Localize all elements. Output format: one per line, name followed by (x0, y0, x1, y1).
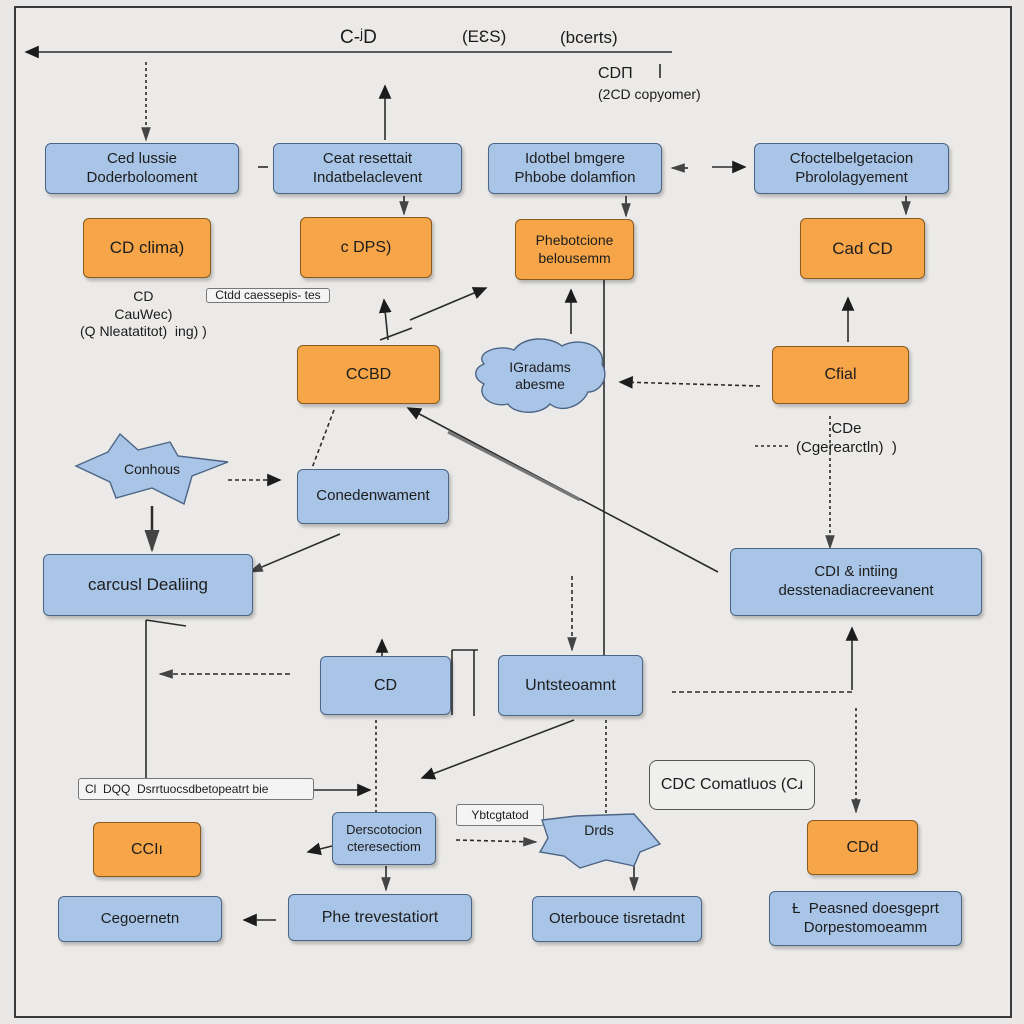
cloud-drds[interactable]: Drds (536, 810, 662, 870)
label-cde: CDe (Cgerearctln) ) (796, 420, 897, 456)
node-cdd[interactable]: CDd (807, 820, 918, 875)
node-cdi-intiing[interactable]: CDI & intiing desstenadiacreevanent (730, 548, 982, 616)
node-ced-lussie[interactable]: Ced lussie Doderbolooment (45, 143, 239, 194)
star-contour[interactable]: Conhous (72, 432, 232, 508)
node-phe-trevestatiort[interactable]: Phe trevestatiort (288, 894, 472, 941)
node-ceat-resettait[interactable]: Ceat resettait Indatbelaclevent (273, 143, 462, 194)
node-idotbel-bmgere[interactable]: Idotbel bmgere Phbobe dolamfion (488, 143, 662, 194)
cloud-gradams[interactable]: IGradams abesme (470, 334, 610, 418)
node-cdc-comatluos[interactable]: CDC Comatluos (Cɹ (649, 760, 815, 810)
node-carcusl-dealiing[interactable]: carcusl Dealiing (43, 554, 253, 616)
node-derscotocion[interactable]: Derscotocion cteresectiom (332, 812, 436, 865)
header-label-1: C-ʲD (340, 27, 377, 48)
header-label-5: (2CD copyomer) (598, 86, 701, 102)
node-conedenwament[interactable]: Conedenwament (297, 469, 449, 524)
node-cd-clima[interactable]: CD clima) (83, 218, 211, 278)
node-cd[interactable]: CD (320, 656, 451, 715)
node-cfoctelbelgetacion[interactable]: Cfoctelbelgetacion Pbrololagyement (754, 143, 949, 194)
node-oterbouce[interactable]: Oterbouce tisretadnt (532, 896, 702, 942)
node-c-dps[interactable]: c DPS) (300, 217, 432, 278)
star-shape-icon (74, 432, 229, 506)
node-peasned-doesgeprt[interactable]: Ƚ Peasned doesgeprt Dorpestomoeamm (769, 891, 962, 946)
node-ccbd[interactable]: CCBD (297, 345, 440, 404)
node-cegoernetn[interactable]: Cegoernetn (58, 896, 222, 942)
pill-dsrrtuocsdbetopeatrt: Cl DQQ Dsrrtuocsdbetopeatrt bie (78, 778, 314, 800)
pill-caessepis: Ctdd caessepis- tes (206, 288, 330, 303)
node-untsteoamnt[interactable]: Untsteoamnt (498, 655, 643, 716)
node-cfial[interactable]: Cfial (772, 346, 909, 404)
header-label-3: (bcerts) (560, 28, 618, 47)
cloud-shape-icon (475, 338, 606, 413)
node-ccii[interactable]: CCIı (93, 822, 201, 877)
pill-ybtcgtatod: Ybtcgtatod (456, 804, 544, 826)
header-label-2: (EƐS) (462, 27, 507, 46)
node-cad-cd[interactable]: Cad CD (800, 218, 925, 279)
label-cd-cauwec: CD CauWec) (Q Nleatatitot) ing) ) (80, 288, 207, 339)
header-label-4: CDΠ (598, 65, 633, 82)
cloud-drds-shape-icon (538, 813, 662, 869)
node-phebotcione[interactable]: Phebotcione belousemm (515, 219, 634, 280)
